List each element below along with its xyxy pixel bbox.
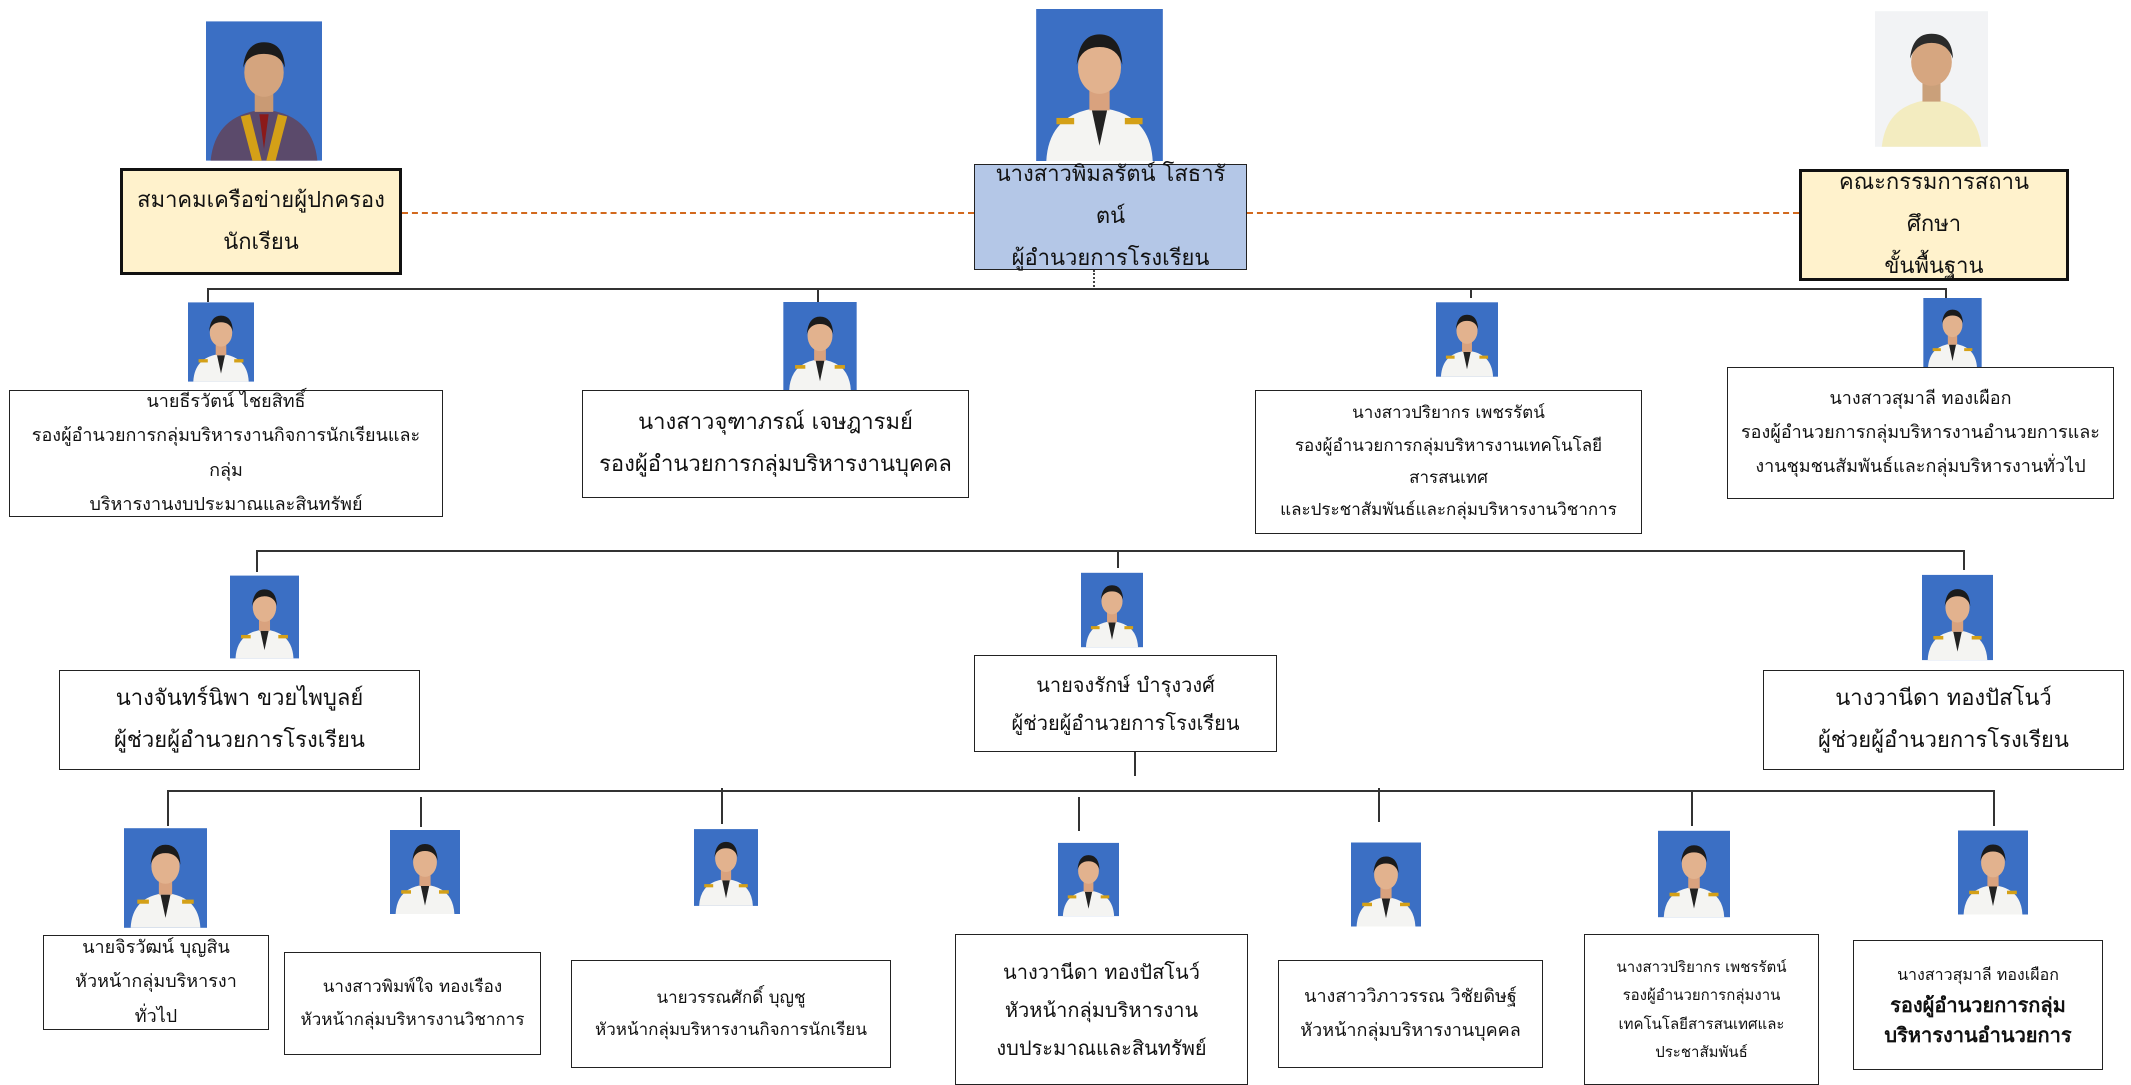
school-board-line1: คณะกรรมการสถานศึกษา [1838, 170, 2030, 238]
connector-deputy-1 [207, 288, 209, 302]
connector-assistant-3 [1963, 550, 1965, 570]
head-6-title-line1: รองผู้อำนวยการกลุ่มงาน [1622, 986, 1781, 1004]
head-6-photo [1658, 826, 1730, 922]
assistant-1-photo [230, 572, 299, 662]
connector-assistant-down [1134, 752, 1136, 776]
connector-heads-bus [167, 790, 1993, 792]
connector-head-2 [420, 797, 422, 827]
deputy-3-name: นางสาวปริยากร เพชรรัตน์ [1352, 403, 1545, 424]
head-6-title-line2: เทคโนโลยีสารสนเทศและ [1618, 1014, 1785, 1033]
parent-network-association-line1: สมาคมเครือข่ายผู้ปกครอง [137, 187, 385, 213]
assistant-3-name: นางวานีดา ทองปัสโนว์ [1835, 686, 2052, 712]
head-4-name: นางวานีดา ทองปัสโนว์ [1003, 959, 1200, 984]
connector-assistant-2 [1117, 550, 1119, 568]
head-3-photo [694, 826, 758, 909]
head-2-box: นางสาวพิมพ์ใจ ทองเรือง หัวหน้ากลุ่มบริหา… [284, 952, 541, 1055]
head-4-title-line1: หัวหน้ากลุ่มบริหารงาน [1004, 997, 1199, 1022]
head-1-photo [124, 826, 207, 930]
association-representative-photo [206, 15, 322, 167]
connector-deputy-3 [1470, 288, 1472, 298]
deputy-1-photo [188, 302, 254, 382]
deputy-3-photo [1436, 298, 1498, 381]
head-7-box: นางสาวสุมาลี ทองเผือก รองผู้อำนวยการกลุ่… [1853, 940, 2103, 1070]
assistant-3-title: ผู้ช่วยผู้อำนวยการโรงเรียน [1818, 728, 2069, 753]
director-name: นางสาวพิมลรัตน์ โสธารัตน์ [995, 162, 1226, 230]
director-photo [1036, 9, 1163, 161]
connector-deputy-4 [1945, 288, 1947, 298]
deputy-3-box: นางสาวปริยากร เพชรรัตน์ รองผู้อำนวยการกล… [1255, 390, 1642, 534]
connector-deputy-2 [817, 288, 819, 306]
director-box: นางสาวพิมลรัตน์ โสธารัตน์ ผู้อำนวยการโรง… [974, 162, 1247, 271]
connector-left-dashed [402, 212, 974, 214]
head-4-box: นางวานีดา ทองปัสโนว์ หัวหน้ากลุ่มบริหารง… [955, 934, 1248, 1085]
assistant-1-name: นางจันทร์นิพา ขวยไพบูลย์ [115, 686, 364, 712]
head-7-name: นางสาวสุมาลี ทองเผือก [1897, 964, 2059, 984]
head-4-photo [1058, 839, 1119, 920]
head-3-box: นายวรรณศักดิ์ บุญชู หัวหน้ากลุ่มบริหารงา… [571, 960, 891, 1068]
assistant-1-box: นางจันทร์นิพา ขวยไพบูลย์ ผู้ช่วยผู้อำนวย… [59, 670, 420, 770]
head-6-title-line3: ประชาสัมพันธ์ [1655, 1043, 1748, 1061]
school-board-line2: ขั้นพื้นฐาน [1884, 253, 1984, 279]
head-1-title: หัวหน้ากลุ่มบริหารงาทั่วไป [75, 971, 237, 1027]
connector-head-4 [1078, 797, 1080, 831]
assistant-2-title: ผู้ช่วยผู้อำนวยการโรงเรียน [1011, 710, 1240, 735]
deputy-1-title-line1: รองผู้อำนวยการกลุ่มบริหารงานกิจการนักเรี… [31, 425, 421, 481]
deputy-4-box: นางสาวสุมาลี ทองเผือก รองผู้อำนวยการกลุ่… [1727, 367, 2114, 499]
deputy-1-box: นายธีรวัตน์ ไชยสิทธิ์ รองผู้อำนวยการกลุ่… [9, 390, 443, 517]
connector-head-1 [167, 790, 169, 826]
deputy-4-photo [1920, 298, 1985, 368]
deputy-2-photo [783, 302, 857, 390]
parent-network-association-box: สมาคมเครือข่ายผู้ปกครอง นักเรียน [120, 168, 402, 275]
head-5-title: หัวหน้ากลุ่มบริหารงานบุคคล [1300, 1020, 1521, 1041]
connector-head-3 [721, 788, 723, 824]
assistant-2-box: นายจงรักษ์ บำรุงวงศ์ ผู้ช่วยผู้อำนวยการโ… [974, 655, 1277, 752]
head-3-name: นายวรรณศักดิ์ บุญชู [656, 987, 806, 1008]
head-2-name: นางสาวพิมพ์ใจ ทองเรือง [322, 977, 503, 998]
deputy-4-title-line2: งานชุมชนสัมพันธ์และกลุ่มบริหารงานทั่วไป [1755, 456, 2086, 478]
head-6-name: นางสาวปริยากร เพชรรัตน์ [1616, 957, 1787, 976]
deputy-2-box: นางสาวจุฑาภรณ์ เจษฎารมย์ รองผู้อำนวยการก… [582, 390, 969, 498]
connector-right-dashed [1247, 212, 1799, 214]
deputy-1-name: นายธีรวัตน์ ไชยสิทธิ์ [146, 391, 306, 413]
assistant-3-box: นางวานีดา ทองปัสโนว์ ผู้ช่วยผู้อำนวยการโ… [1763, 670, 2124, 770]
school-board-box: คณะกรรมการสถานศึกษา ขั้นพื้นฐาน [1799, 169, 2069, 281]
parent-network-association-line2: นักเรียน [223, 229, 299, 255]
head-7-photo [1958, 826, 2028, 919]
deputy-1-title-line2: บริหารงานงบประมาณและสินทรัพย์ [89, 493, 363, 515]
head-3-title: หัวหน้ากลุ่มบริหารงานกิจการนักเรียน [595, 1020, 867, 1040]
head-5-photo [1351, 839, 1421, 930]
head-7-title-line1: รองผู้อำนวยการกลุ่ม [1890, 993, 2066, 1018]
connector-head-5 [1378, 788, 1380, 822]
deputy-2-name: นางสาวจุฑาภรณ์ เจษฎารมย์ [638, 410, 913, 436]
head-6-box: นางสาวปริยากร เพชรรัตน์ รองผู้อำนวยการกล… [1584, 934, 1819, 1085]
director-title: ผู้อำนวยการโรงเรียน [1011, 245, 1210, 271]
connector-deputies-bus [207, 288, 1945, 290]
assistant-1-title: ผู้ช่วยผู้อำนวยการโรงเรียน [114, 728, 365, 753]
connector-assistants-bus [256, 550, 1963, 552]
deputy-3-title-line2: และประชาสัมพันธ์และกลุ่มบริหารงานวิชาการ [1280, 500, 1617, 521]
head-7-title-line2: บริหารงานอำนวยการ [1884, 1023, 2072, 1048]
head-4-title-line2: งบประมาณและสินทรัพย์ [996, 1035, 1207, 1060]
head-5-box: นางสาววิภาวรรณ วิชัยดิษฐ์ หัวหน้ากลุ่มบร… [1278, 960, 1543, 1068]
head-2-photo [390, 827, 460, 917]
head-5-name: นางสาววิภาวรรณ วิชัยดิษฐ์ [1304, 985, 1517, 1007]
assistant-3-photo [1922, 570, 1993, 665]
head-2-title: หัวหน้ากลุ่มบริหารงานวิชาการ [300, 1009, 525, 1030]
head-1-name: นายจิรวัฒน์ บุญสิน [82, 937, 230, 959]
assistant-2-photo [1081, 568, 1143, 652]
deputy-2-title-line1: รองผู้อำนวยการกลุ่มบริหารงานบุคคล [599, 452, 952, 477]
connector-director-down [1093, 270, 1095, 290]
connector-head-6 [1691, 790, 1693, 826]
connector-assistant-1 [256, 550, 258, 572]
deputy-4-name: นางสาวสุมาลี ทองเผือก [1829, 387, 2012, 409]
deputy-3-title-line1: รองผู้อำนวยการกลุ่มบริหารงานเทคโนโลยีสาร… [1294, 435, 1603, 488]
assistant-2-name: นายจงรักษ์ บำรุงวงศ์ [1036, 672, 1215, 697]
connector-head-7 [1993, 790, 1995, 826]
deputy-4-title-line1: รองผู้อำนวยการกลุ่มบริหารงานอำนวยการและ [1741, 421, 2100, 443]
board-representative-photo [1875, 4, 1988, 154]
head-1-box: นายจิรวัฒน์ บุญสิน หัวหน้ากลุ่มบริหารงาท… [43, 935, 269, 1030]
